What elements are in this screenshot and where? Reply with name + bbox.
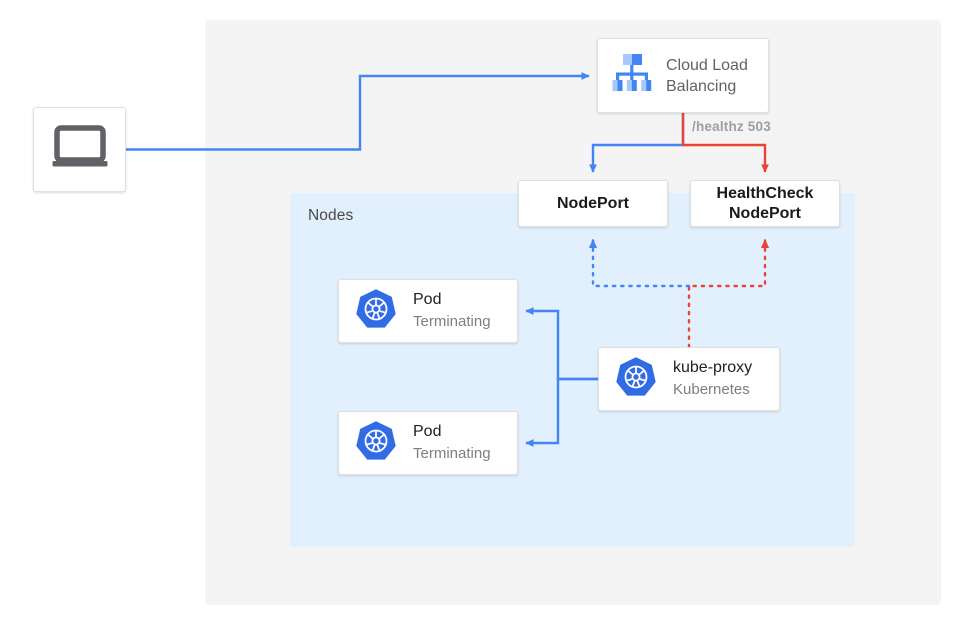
pod-subtitle-1: Terminating [413,313,491,330]
pod-title-1: Pod [413,291,442,308]
pod-subtitle-2: Terminating [413,445,491,462]
kubernetes-icon [355,420,397,467]
healthz-status-label: /healthz 503 [692,119,771,134]
nodes-panel-label: Nodes [308,207,354,224]
nodeport-label: NodePort [557,194,629,212]
client-laptop-card [33,107,126,192]
nodeport-card: NodePort [518,180,668,227]
pod-text-1: Pod Terminating [413,290,491,332]
kube-proxy-text: kube-proxy Kubernetes [673,358,752,400]
pod-card-2: Pod Terminating [338,411,518,475]
pod-text-2: Pod Terminating [413,422,491,464]
kubernetes-icon [355,288,397,335]
healthcheck-nodeport-card: HealthCheck NodePort [690,180,840,227]
kube-proxy-title: kube-proxy [673,359,753,376]
cloud-load-balancing-card: Cloud Load Balancing [597,38,769,113]
pod-title-2: Pod [413,423,442,440]
laptop-icon [51,125,109,174]
healthcheck-nodeport-label: HealthCheck NodePort [716,184,814,222]
cloud-load-balancing-icon [609,51,655,100]
pod-card-1: Pod Terminating [338,279,518,343]
kubernetes-icon [615,356,657,403]
kube-proxy-card: kube-proxy Kubernetes [598,347,780,411]
cloud-load-balancing-label: Cloud Load Balancing [666,56,748,95]
kube-proxy-subtitle: Kubernetes [673,381,750,398]
